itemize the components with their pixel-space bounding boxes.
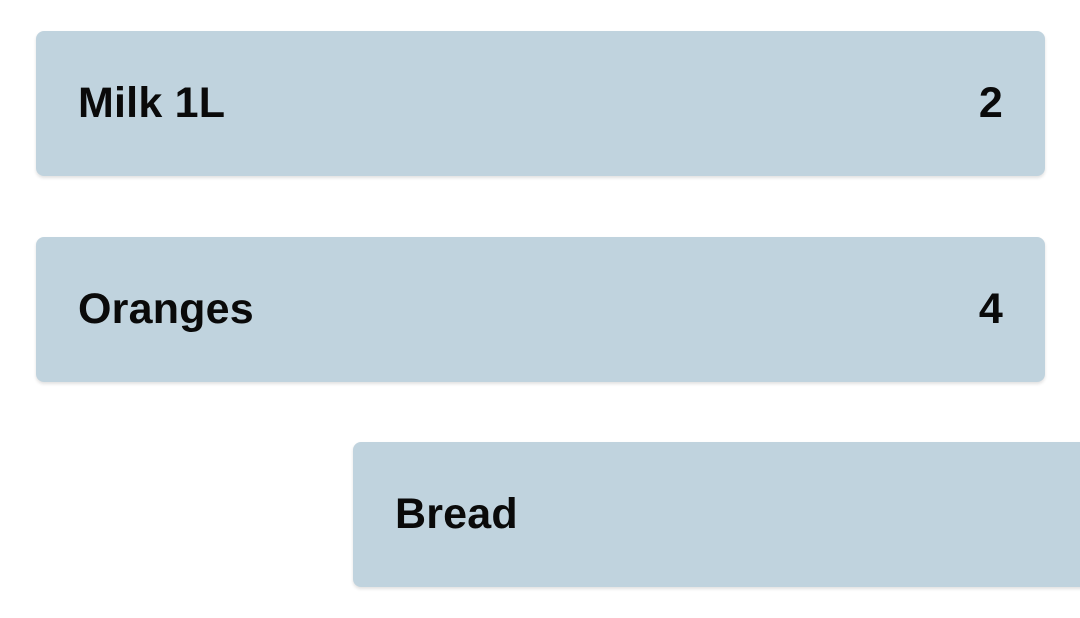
item-quantity: 2 — [978, 79, 1003, 127]
list-item-milk[interactable]: Milk 1L 2 — [36, 31, 1045, 176]
item-name: Oranges — [78, 285, 254, 333]
list-item-oranges[interactable]: Oranges 4 — [36, 237, 1045, 382]
item-quantity: 4 — [978, 285, 1003, 333]
item-name: Milk 1L — [78, 79, 226, 127]
item-name: Bread — [395, 490, 518, 538]
list-item-bread-swiped[interactable]: Bread — [353, 442, 1080, 587]
